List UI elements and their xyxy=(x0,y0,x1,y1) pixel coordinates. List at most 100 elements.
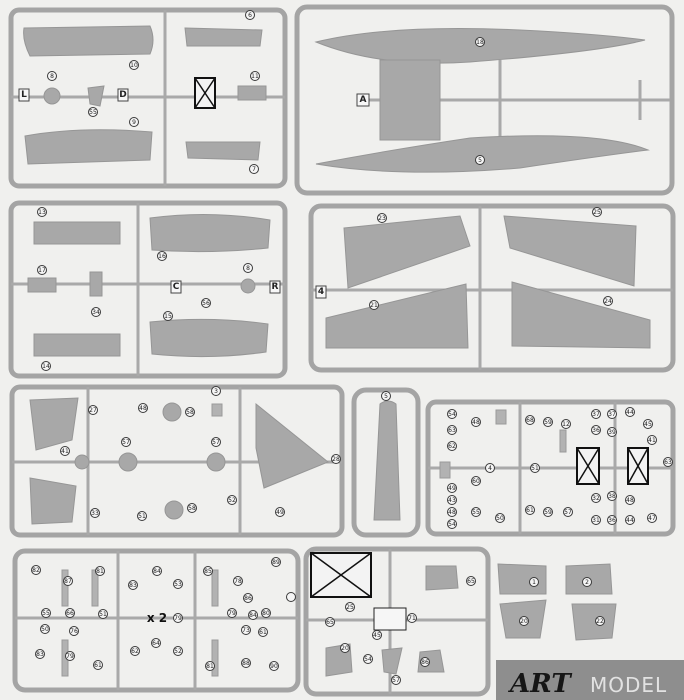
sprue-letter-label: R xyxy=(269,280,281,294)
svg-text:83: 83 xyxy=(129,582,137,589)
part-number-81: 81 xyxy=(205,661,215,671)
part-number-37: 37 xyxy=(607,409,617,419)
part-number-57: 57 xyxy=(211,437,221,447)
svg-text:11: 11 xyxy=(251,73,259,80)
part-number-41: 41 xyxy=(647,435,657,445)
svg-text:39: 39 xyxy=(608,429,616,436)
svg-text:57: 57 xyxy=(392,677,400,684)
svg-text:36: 36 xyxy=(592,427,600,434)
part-number-5: 5 xyxy=(381,391,391,401)
sprue-frame-top-right xyxy=(294,4,675,196)
part-shape xyxy=(164,500,184,520)
svg-text:68: 68 xyxy=(526,417,534,424)
part-shape xyxy=(74,454,90,470)
svg-text:15: 15 xyxy=(164,313,172,320)
part-number-57: 57 xyxy=(391,675,401,685)
part-number-37: 37 xyxy=(591,409,601,419)
part-number-39: 39 xyxy=(607,427,617,437)
part-number-62: 62 xyxy=(447,441,457,451)
part-number-44: 44 xyxy=(625,515,635,525)
part-number-59: 59 xyxy=(543,417,553,427)
part-shape xyxy=(61,569,69,607)
svg-text:79: 79 xyxy=(174,615,182,622)
svg-text:55: 55 xyxy=(42,610,50,617)
part-number-85: 85 xyxy=(203,566,213,576)
svg-text:37: 37 xyxy=(608,411,616,418)
part-number-61: 61 xyxy=(258,627,268,637)
sprue-letter-label: D xyxy=(117,88,129,102)
part-shape xyxy=(33,221,121,245)
part-number-90: 90 xyxy=(269,661,279,671)
svg-text:81: 81 xyxy=(96,568,104,575)
part-number-79: 79 xyxy=(173,613,183,623)
sprue-letter-label: C xyxy=(170,280,182,294)
part-number-10: 10 xyxy=(129,60,139,70)
part-number-73: 73 xyxy=(241,625,251,635)
svg-text:73: 73 xyxy=(242,627,250,634)
part-shape xyxy=(87,85,105,107)
part-shape xyxy=(237,85,267,101)
svg-text:54: 54 xyxy=(448,521,456,528)
part-number-12: 12 xyxy=(561,419,571,429)
svg-text:61: 61 xyxy=(259,629,267,636)
svg-text:52: 52 xyxy=(174,648,182,655)
part-number-27: 27 xyxy=(88,405,98,415)
part-shape xyxy=(33,333,121,357)
part-shape xyxy=(24,129,153,165)
part-shape xyxy=(211,403,223,417)
part-shape xyxy=(184,27,263,47)
part-shape xyxy=(149,318,269,358)
svg-text:50: 50 xyxy=(496,515,504,522)
part-number-25: 25 xyxy=(592,207,602,217)
part-shape xyxy=(29,477,77,525)
part-number-34: 34 xyxy=(91,307,101,317)
part-number-8: 8 xyxy=(47,71,57,81)
svg-text:45: 45 xyxy=(644,421,652,428)
part-number-41: 41 xyxy=(60,446,70,456)
svg-text:57: 57 xyxy=(564,509,572,516)
svg-text:23: 23 xyxy=(378,215,386,222)
svg-text:22: 22 xyxy=(596,618,604,625)
part-shape xyxy=(325,283,469,349)
part-shape xyxy=(381,647,403,675)
svg-text:53: 53 xyxy=(174,581,182,588)
sprue-letter-label: A xyxy=(356,93,370,107)
svg-text:21: 21 xyxy=(370,302,378,309)
part-number-58: 58 xyxy=(185,407,195,417)
placeholder-box-icon xyxy=(310,552,372,598)
svg-text:33: 33 xyxy=(91,510,99,517)
svg-text:61: 61 xyxy=(94,662,102,669)
part-number-48: 48 xyxy=(447,507,457,517)
part-number-23: 23 xyxy=(377,213,387,223)
part-number-48: 48 xyxy=(471,417,481,427)
part-number-52: 52 xyxy=(227,495,237,505)
svg-text:8: 8 xyxy=(246,265,250,272)
svg-text:57: 57 xyxy=(212,439,220,446)
svg-text:51: 51 xyxy=(531,465,539,472)
svg-text:55: 55 xyxy=(472,509,480,516)
svg-text:57: 57 xyxy=(122,439,130,446)
part-number-20: 20 xyxy=(519,616,529,626)
part-number-51: 51 xyxy=(98,609,108,619)
svg-text:3: 3 xyxy=(214,388,218,395)
svg-text:79: 79 xyxy=(228,610,236,617)
svg-text:51: 51 xyxy=(99,611,107,618)
svg-text:25: 25 xyxy=(346,604,354,611)
part-shape xyxy=(162,402,182,422)
part-number-50: 50 xyxy=(40,624,50,634)
svg-text:20: 20 xyxy=(341,645,349,652)
part-number-56: 56 xyxy=(201,298,211,308)
svg-text:28: 28 xyxy=(332,456,340,463)
svg-text:65: 65 xyxy=(467,578,475,585)
part-number-54: 54 xyxy=(363,654,373,664)
svg-text:54: 54 xyxy=(364,656,372,663)
svg-text:43: 43 xyxy=(448,497,456,504)
svg-text:65: 65 xyxy=(326,619,334,626)
svg-text:48: 48 xyxy=(626,497,634,504)
part-shape xyxy=(425,565,459,591)
part-shape xyxy=(211,569,219,607)
svg-text:83: 83 xyxy=(36,651,44,658)
part-number-83: 83 xyxy=(35,649,45,659)
part-number-18: 18 xyxy=(475,37,485,47)
